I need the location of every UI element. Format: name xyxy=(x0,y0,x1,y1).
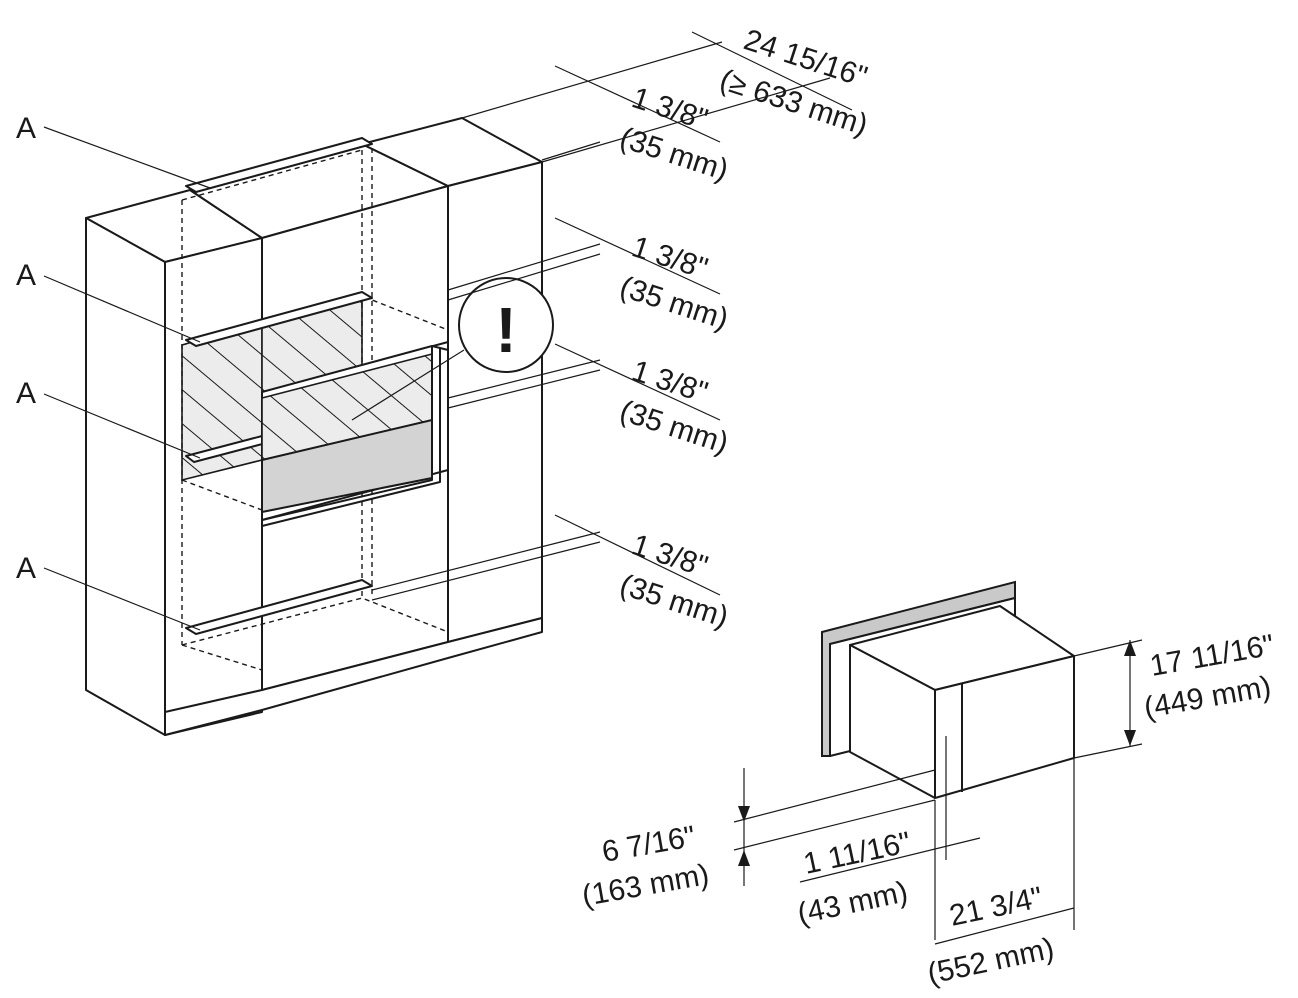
warning-leader xyxy=(351,349,465,421)
width-ext-line-right xyxy=(541,77,831,163)
warning-callout: ! xyxy=(351,277,554,421)
gap4-mm: (35 mm) xyxy=(616,568,732,634)
height-arrow-top xyxy=(1124,640,1136,656)
depth-inch: 21 3/4" xyxy=(947,881,1046,933)
label-a-lower: A xyxy=(16,377,36,410)
width-dim-line xyxy=(691,31,853,111)
appliance-front-lip xyxy=(261,348,441,527)
cabinet-unit xyxy=(85,117,543,736)
gap2-mm: (35 mm) xyxy=(616,270,732,336)
offset-ext-bottom xyxy=(733,799,936,851)
gap2-ext-b xyxy=(447,253,601,301)
right-front-column xyxy=(447,161,543,643)
front-mm: (43 mm) xyxy=(795,875,911,930)
gap2-ext-a xyxy=(447,243,601,291)
gap3-dim-line xyxy=(554,343,721,421)
leader-a-upper xyxy=(43,275,201,343)
front-inch: 1 11/16" xyxy=(801,826,914,881)
gap-plate-top xyxy=(185,137,373,193)
gap4-ext-b xyxy=(371,541,601,601)
height-arrow-bottom xyxy=(1124,730,1136,746)
gap3-ext-b xyxy=(447,369,601,409)
inner-dashed-bottom xyxy=(181,597,449,646)
height-ext-bottom xyxy=(1073,743,1143,759)
gap3-mm: (35 mm) xyxy=(616,394,732,460)
gap-plate-upper-shelf xyxy=(185,291,373,347)
leader-a-bottom xyxy=(43,567,201,631)
left-side-panel xyxy=(85,217,166,736)
offset-ext-top xyxy=(733,769,936,823)
left-front-column xyxy=(164,237,263,736)
label-a-bottom: A xyxy=(16,552,36,585)
depth-mm: (552 mm) xyxy=(925,932,1057,991)
gap1-ext xyxy=(541,141,601,161)
warning-circle xyxy=(458,277,554,373)
width-ext-line-left xyxy=(461,41,723,119)
label-a-upper: A xyxy=(16,259,36,292)
offset-arrow-bottom xyxy=(738,850,750,866)
inner-dashed-bottom2 xyxy=(181,644,263,671)
appliance-front-edge xyxy=(261,346,433,521)
gap1-dim-line xyxy=(554,65,721,143)
gap3-ext-a xyxy=(447,359,601,399)
plinth xyxy=(164,617,543,736)
appliance-unit xyxy=(821,580,1075,800)
front-dim-line xyxy=(799,837,981,883)
gap1-mm: (35 mm) xyxy=(616,121,732,187)
gap-plate-bottom xyxy=(185,579,373,635)
gap2-dim-line xyxy=(554,217,721,295)
leader-a-lower xyxy=(43,393,201,459)
a-labels: A A A A xyxy=(16,112,211,631)
inner-dashed-top xyxy=(181,149,363,201)
depth-dim-line xyxy=(934,907,1075,945)
warning-symbol: ! xyxy=(495,294,516,366)
gap4-ext-a xyxy=(371,531,601,591)
gap4-dim-line xyxy=(554,514,721,596)
label-a-top: A xyxy=(16,112,36,145)
leader-a-top xyxy=(43,126,211,189)
offset-mm: (163 mm) xyxy=(579,858,711,913)
offset-arrow-top xyxy=(738,806,750,822)
